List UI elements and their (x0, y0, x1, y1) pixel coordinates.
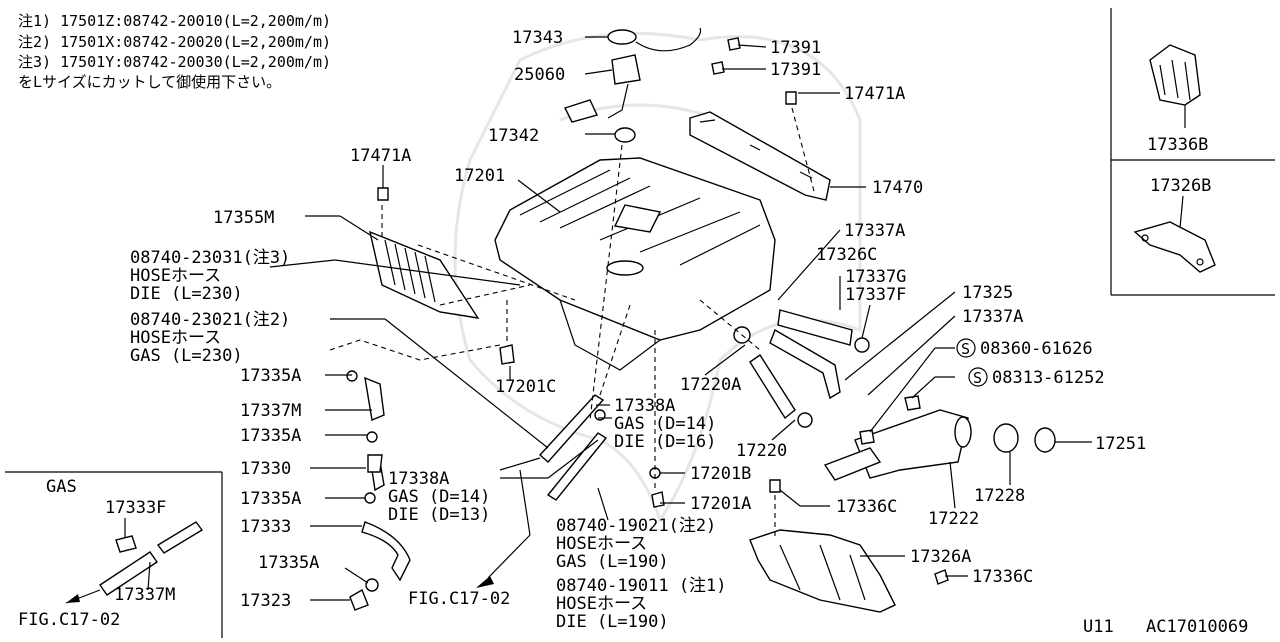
label-17336c-2[interactable]: 17336C (972, 567, 1033, 587)
hose-spec-1-line-2: HOSEホース (130, 266, 221, 286)
notes-block: 注1) 17501Z:08742-20010(L=2,200m/m) 注2) 1… (18, 12, 331, 91)
label-17220[interactable]: 17220 (736, 441, 787, 461)
footer-diagram-code: AC17010069 (1146, 617, 1248, 637)
label-17251[interactable]: 17251 (1095, 434, 1146, 454)
label-17201a[interactable]: 17201A (690, 494, 751, 514)
fig-link-middle[interactable]: FIG.C17-02 (408, 589, 510, 609)
label-17470[interactable]: 17470 (872, 178, 923, 198)
label-17330[interactable]: 17330 (240, 459, 291, 479)
label-17326b[interactable]: 17326B (1150, 176, 1211, 196)
hose-spec-5-line-2: HOSEホース (556, 534, 647, 554)
s-mark-icon-2 (968, 367, 988, 387)
bracket-17326b-drawing (1133, 221, 1216, 273)
label-17201[interactable]: 17201 (454, 166, 505, 186)
clip-17336b-drawing (1149, 44, 1201, 106)
label-17337f[interactable]: 17337F (845, 285, 906, 305)
label-17338a-1[interactable]: 17338A (614, 396, 675, 416)
label-17323[interactable]: 17323 (240, 591, 291, 611)
filler-neck-drawing (823, 409, 1056, 481)
hose-spec-2-line-2: HOSEホース (130, 328, 221, 348)
assembly-dashed-lines (329, 107, 816, 540)
gas-inset-title: GAS (46, 477, 77, 497)
label-17335a-1[interactable]: 17335A (240, 366, 301, 386)
s-mark-icon-1 (956, 338, 976, 358)
label-17335a-3[interactable]: 17335A (240, 489, 301, 509)
heat-shield-17470-drawing (689, 111, 831, 201)
label-17220a[interactable]: 17220A (680, 375, 741, 395)
hose-spec-3-line-1: GAS (D=14) (614, 414, 716, 434)
hose-spec-1-line-3: DIE (L=230) (130, 284, 243, 304)
fig-link-left[interactable]: FIG.C17-02 (18, 610, 120, 630)
fuel-tank-17201-drawing (494, 157, 776, 371)
label-17335a-4[interactable]: 17335A (258, 553, 319, 573)
note-4: をLサイズにカットして御使用下さい。 (18, 73, 281, 91)
label-17222[interactable]: 17222 (928, 509, 979, 529)
label-17336c-1[interactable]: 17336C (836, 497, 897, 517)
heat-protector-17355m-drawing (369, 230, 480, 319)
label-17201b[interactable]: 17201B (690, 464, 751, 484)
gas-inset: GAS 17333F 17337M FIG.C17-02 (5, 471, 223, 638)
note-1: 注1) 17501Z:08742-20010(L=2,200m/m) (18, 12, 331, 30)
label-17337a-2[interactable]: 17337A (962, 307, 1023, 327)
label-17326a[interactable]: 17326A (910, 547, 971, 567)
label-17325[interactable]: 17325 (962, 283, 1013, 303)
label-17337g[interactable]: 17337G (845, 267, 906, 287)
footer-model: U11 (1083, 617, 1114, 637)
label-25060[interactable]: 25060 (514, 65, 565, 85)
label-17336b[interactable]: 17336B (1147, 135, 1208, 155)
hose-spec-5-line-3: GAS (L=190) (556, 552, 669, 572)
hose-spec-2-line-3: GAS (L=230) (130, 346, 243, 366)
hose-spec-1-line-1: 08740-23031(注3) (130, 248, 290, 268)
hoses-drawing (346, 37, 949, 611)
hose-spec-4-line-1: GAS (D=14) (388, 487, 490, 507)
hose-spec-6-line-2: HOSEホース (556, 594, 647, 614)
label-17471a-top[interactable]: 17471A (844, 84, 905, 104)
hose-spec-2-line-1: 08740-23021(注2) (130, 310, 290, 330)
hose-spec-6-line-3: DIE (L=190) (556, 612, 669, 632)
label-17391-a[interactable]: 17391 (770, 38, 821, 58)
protector-17326a-drawing (749, 529, 896, 613)
label-17343[interactable]: 17343 (512, 28, 563, 48)
part-labels: 17343 25060 17342 17391 17391 17471A 172… (130, 28, 1248, 637)
hose-spec-5-line-1: 08740-19021(注2) (556, 516, 716, 536)
s-mark-letter-1: S (961, 340, 970, 358)
label-17391-b[interactable]: 17391 (770, 60, 821, 80)
sender-25060-drawing (564, 27, 702, 143)
hose-spec-4-line-2: DIE (D=13) (388, 505, 490, 525)
inset-boxes: 17336B 17326B (1110, 8, 1275, 296)
label-17338a-2[interactable]: 17338A (388, 469, 449, 489)
label-17228[interactable]: 17228 (974, 486, 1025, 506)
label-17337m-inset[interactable]: 17337M (114, 585, 175, 605)
hose-spec-3-line-2: DIE (D=16) (614, 432, 716, 452)
label-17342[interactable]: 17342 (488, 126, 539, 146)
hose-spec-6-line-1: 08740-19011 (注1) (556, 576, 727, 596)
label-17201c[interactable]: 17201C (495, 377, 556, 397)
label-17335a-2[interactable]: 17335A (240, 426, 301, 446)
label-17337a-1[interactable]: 17337A (844, 221, 905, 241)
note-2: 注2) 17501X:08742-20020(L=2,200m/m) (18, 33, 331, 51)
s-mark-letter-2: S (973, 369, 982, 387)
label-17333[interactable]: 17333 (240, 517, 291, 537)
label-08360-61626[interactable]: 08360-61626 (980, 339, 1093, 359)
label-08313-61252[interactable]: 08313-61252 (992, 368, 1105, 388)
label-17326c[interactable]: 17326C (816, 245, 877, 265)
note-3: 注3) 17501Y:08742-20030(L=2,200m/m) (18, 53, 331, 71)
label-17337m[interactable]: 17337M (240, 401, 301, 421)
label-17333f[interactable]: 17333F (105, 498, 166, 518)
label-17471a-left[interactable]: 17471A (350, 146, 411, 166)
label-17355m[interactable]: 17355M (213, 208, 274, 228)
leader-lines (269, 36, 1092, 601)
